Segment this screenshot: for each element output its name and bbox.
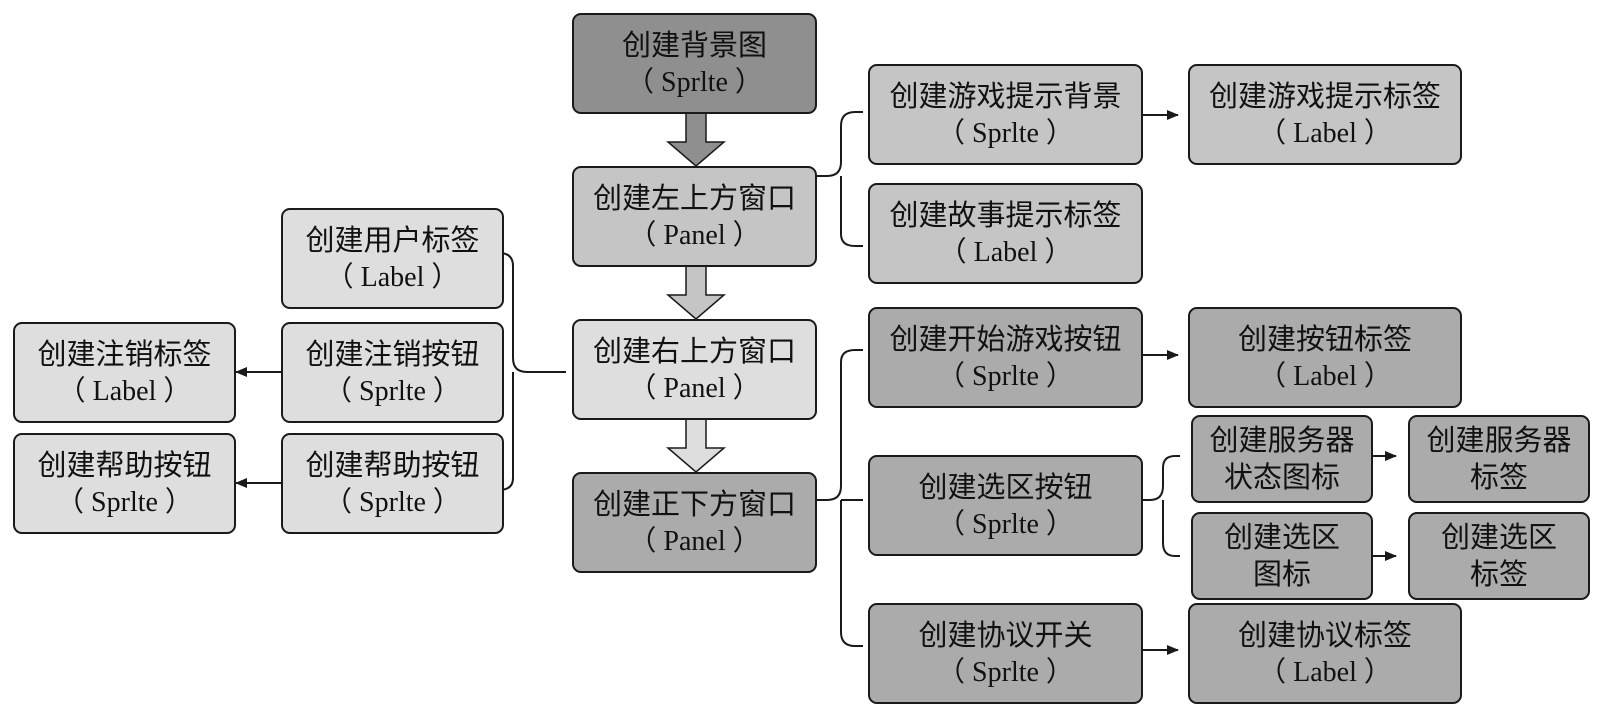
node-text: 创建用户标签 xyxy=(305,222,480,257)
node-subtext: （ Label ） xyxy=(1258,117,1392,149)
node-game-tip-label: 创建游戏提示标签 （ Label ） xyxy=(1188,64,1462,165)
node-subtext: 标签 xyxy=(1469,460,1528,494)
node-protocol-switch: 创建协议开关 （ Sprlte ） xyxy=(868,603,1143,704)
node-zone-icon: 创建选区 图标 xyxy=(1191,512,1373,600)
node-subtext: （ Sprlte ） xyxy=(324,375,461,407)
node-zone-button: 创建选区按钮 （ Sprlte ） xyxy=(868,455,1143,556)
node-top-left-window: 创建左上方窗口 （ Panel ） xyxy=(572,166,817,267)
node-subtext: （ Sprlte ） xyxy=(937,656,1074,688)
node-text: 创建故事提示标签 xyxy=(889,197,1122,232)
node-subtext: （ Panel ） xyxy=(628,372,761,404)
node-text: 创建帮助按钮 xyxy=(37,447,212,482)
node-text: 创建选区 xyxy=(1223,520,1340,554)
node-subtext: （ Label ） xyxy=(57,375,192,407)
node-help-button: 创建帮助按钮 （ Sprlte ） xyxy=(281,433,504,534)
node-text: 创建选区 xyxy=(1440,520,1557,554)
node-subtext: （ Sprlte ） xyxy=(937,117,1074,149)
block-arrow-top-left-to-top-right xyxy=(665,264,727,320)
node-user-label: 创建用户标签 （ Label ） xyxy=(281,208,504,309)
node-text: 创建右上方窗口 xyxy=(592,333,796,368)
node-logout-label: 创建注销标签 （ Label ） xyxy=(13,322,236,423)
node-subtext: （ Sprlte ） xyxy=(937,360,1074,392)
node-text: 创建左上方窗口 xyxy=(592,180,796,215)
node-text: 创建选区按钮 xyxy=(918,469,1093,504)
node-zone-label: 创建选区 标签 xyxy=(1408,512,1590,600)
node-help-button-target: 创建帮助按钮 （ Sprlte ） xyxy=(13,433,236,534)
node-protocol-label: 创建协议标签 （ Label ） xyxy=(1188,603,1462,704)
node-subtext: （ Label ） xyxy=(1258,656,1392,688)
brace-zone-button xyxy=(1132,455,1180,557)
node-subtext: 状态图标 xyxy=(1223,460,1340,494)
node-subtext: （ Label ） xyxy=(325,261,460,293)
node-background-image: 创建背景图 （ Sprlte ） xyxy=(572,13,817,114)
node-text: 创建游戏提示背景 xyxy=(889,78,1122,113)
node-subtext: 标签 xyxy=(1469,557,1528,591)
block-arrow-bg-to-top-left xyxy=(665,112,727,167)
node-text: 创建协议开关 xyxy=(918,617,1093,652)
node-text: 创建服务器 xyxy=(1426,423,1572,457)
node-bottom-window: 创建正下方窗口 （ Panel ） xyxy=(572,472,817,573)
node-subtext: （ Panel ） xyxy=(628,525,761,557)
node-subtext: （ Sprlte ） xyxy=(56,486,193,518)
node-text: 创建注销按钮 xyxy=(305,336,480,371)
node-game-tip-background: 创建游戏提示背景 （ Sprlte ） xyxy=(868,64,1143,165)
node-text: 创建开始游戏按钮 xyxy=(889,321,1122,356)
node-subtext: （ Sprlte ） xyxy=(626,66,763,98)
node-subtext: （ Sprlte ） xyxy=(324,486,461,518)
block-arrow-top-right-to-bottom xyxy=(665,417,727,473)
node-text: 创建协议标签 xyxy=(1237,617,1412,652)
node-text: 创建按钮标签 xyxy=(1237,321,1412,356)
brace-top-right-window xyxy=(498,252,566,491)
node-text: 创建服务器 xyxy=(1209,423,1355,457)
node-text: 创建背景图 xyxy=(621,27,767,62)
node-top-right-window: 创建右上方窗口 （ Panel ） xyxy=(572,319,817,420)
node-text: 创建帮助按钮 xyxy=(305,447,480,482)
node-server-label: 创建服务器 标签 xyxy=(1408,415,1590,503)
node-button-label: 创建按钮标签 （ Label ） xyxy=(1188,307,1462,408)
node-server-status-icon: 创建服务器 状态图标 xyxy=(1191,415,1373,503)
node-logout-button: 创建注销按钮 （ Sprlte ） xyxy=(281,322,504,423)
node-text: 创建正下方窗口 xyxy=(592,486,796,521)
node-subtext: （ Panel ） xyxy=(628,219,761,251)
node-subtext: （ Label ） xyxy=(1258,360,1392,392)
node-start-game-button: 创建开始游戏按钮 （ Sprlte ） xyxy=(868,307,1143,408)
node-text: 创建游戏提示标签 xyxy=(1208,78,1441,113)
node-subtext: （ Sprlte ） xyxy=(937,508,1074,540)
node-subtext: 图标 xyxy=(1252,557,1311,591)
brace-bottom-window xyxy=(812,349,863,647)
node-story-tip-label: 创建故事提示标签 （ Label ） xyxy=(868,183,1143,284)
node-text: 创建注销标签 xyxy=(37,336,212,371)
brace-top-left-window xyxy=(812,111,863,247)
node-subtext: （ Label ） xyxy=(938,236,1073,268)
